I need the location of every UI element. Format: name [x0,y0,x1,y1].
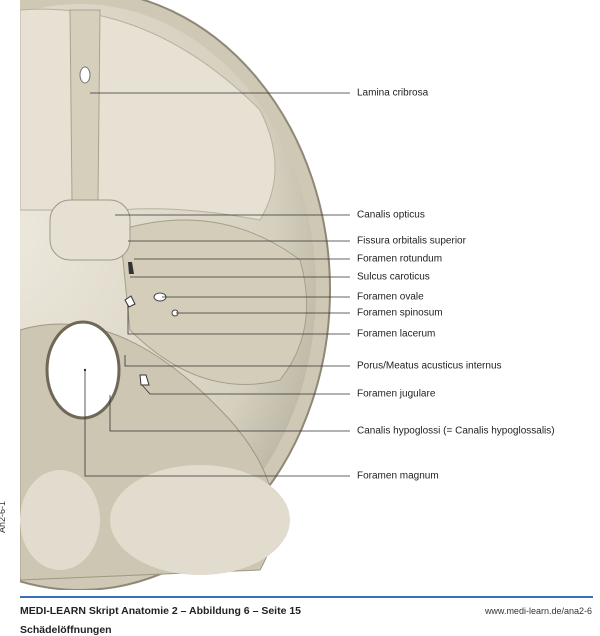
label-foramen-lacerum: Foramen lacerum [357,328,436,340]
footer-url[interactable]: www.medi-learn.de/ana2-6 [484,606,592,616]
label-canalis-hypoglossi: Canalis hypoglossi (= Canalis hypoglossa… [357,425,555,437]
label-canalis-opticus: Canalis opticus [357,209,425,221]
label-lamina-cribrosa: Lamina cribrosa [357,87,429,99]
label-foramen-ovale: Foramen ovale [357,291,424,303]
leader-lines [84,92,350,477]
skull-base-illustration [20,0,350,590]
label-sulcus-caroticus: Sulcus caroticus [357,271,430,283]
footer-subtitle: Schädelöffnungen [20,624,112,636]
label-fissura-orbitalis-superior: Fissura orbitalis superior [357,235,466,247]
label-foramen-jugulare: Foramen jugulare [357,388,436,400]
label-foramen-spinosum: Foramen spinosum [357,307,443,319]
label-porus-acusticus-internus: Porus/Meatus acusticus internus [357,360,502,372]
footer-title: MEDI-LEARN Skript Anatomie 2 – Abbildung… [20,605,302,617]
footer-divider [20,596,593,598]
figure-id: An2-6-1 [0,500,8,534]
label-foramen-rotundum: Foramen rotundum [357,253,443,265]
label-foramen-magnum: Foramen magnum [357,470,439,482]
